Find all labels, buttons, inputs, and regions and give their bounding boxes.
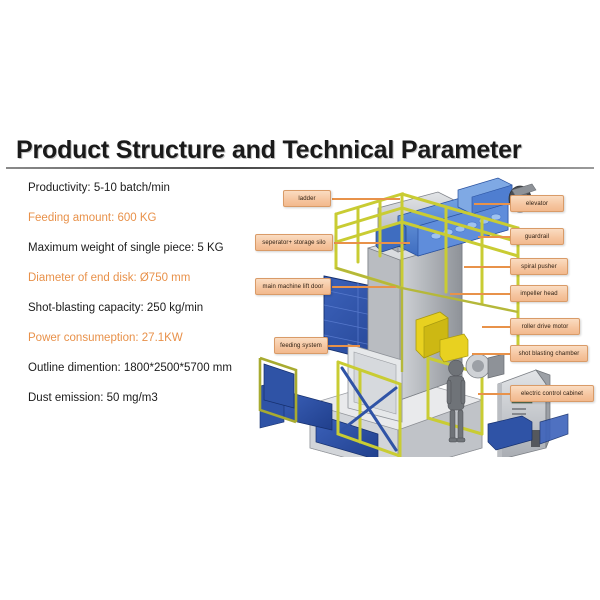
callout-elevator[interactable]: elevator	[510, 195, 564, 212]
leader-line-spiral-pusher	[464, 266, 510, 268]
callout-separator-storage-silo[interactable]: seperator+ storage silo	[255, 234, 333, 251]
callout-spiral-pusher[interactable]: spiral pusher	[510, 258, 568, 275]
callout-feeding-system[interactable]: feeding system	[274, 337, 328, 354]
leader-line-shot-blasting-chamber	[472, 353, 510, 355]
spec-item-end-disk-diameter: Diameter of end disk: Ø750 mm	[28, 272, 191, 284]
spec-item-dust-emission: Dust emission: 50 mg/m3	[28, 392, 158, 404]
spec-item-blasting-capacity: Shot-blasting capacity: 250 kg/min	[28, 302, 204, 314]
title-block: Product Structure and Technical Paramete…	[0, 136, 600, 172]
leader-line-impeller-head	[450, 293, 510, 295]
callout-guardrail[interactable]: guardrail	[510, 228, 564, 245]
callout-main-machine-lift-door[interactable]: main machine lift door	[255, 278, 331, 295]
spec-item-max-weight: Maximum weight of single piece: 5 KG	[28, 242, 224, 254]
callout-impeller-head[interactable]: impeller head	[510, 285, 568, 302]
leader-line-electric-control-cabinet	[478, 393, 510, 395]
page-title: Product Structure and Technical Paramete…	[16, 136, 522, 164]
callout-shot-blasting-chamber[interactable]: shot blasting chamber	[510, 345, 588, 362]
callout-ladder[interactable]: ladder	[283, 190, 331, 207]
callout-roller-drive-motor[interactable]: roller drive motor	[510, 318, 580, 335]
title-underline-rule	[6, 167, 594, 169]
leader-line-guardrail	[478, 236, 510, 238]
leader-line-elevator	[474, 203, 510, 205]
spec-item-productivity: Productivity: 5-10 batch/min	[28, 182, 170, 194]
spec-item-power-consumption: Power consumeption: 27.1KW	[28, 332, 183, 344]
spec-item-outline-dimension: Outline dimention: 1800*2500*5700 mm	[28, 362, 232, 374]
leader-line-separator-storage-silo	[334, 242, 410, 244]
leader-line-roller-drive-motor	[482, 326, 510, 328]
product-structure-diagram: ladder seperator+ storage silo main mach…	[250, 172, 600, 457]
leader-line-feeding-system	[328, 345, 360, 347]
callout-electric-control-cabinet[interactable]: electric control cabinet	[510, 385, 594, 402]
shot-blasting-machine-illustration	[258, 177, 569, 457]
leader-line-ladder	[332, 198, 400, 200]
leader-line-main-machine-lift-door	[332, 286, 396, 288]
technical-parameter-list: Productivity: 5-10 batch/min Feeding amo…	[28, 182, 278, 422]
spec-item-feeding-amount: Feeding amount: 600 KG	[28, 212, 157, 224]
